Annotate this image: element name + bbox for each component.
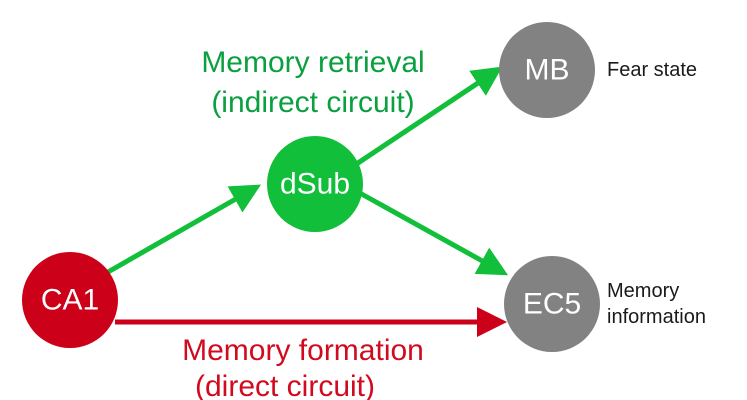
edge-ca1-to-dsub <box>106 184 262 275</box>
node-dsub: dSub <box>267 136 363 232</box>
indirect-circuit-title: Memory retrieval <box>201 46 424 79</box>
edge-dsub-to-mb <box>353 66 503 168</box>
node-mb-label: MB <box>525 54 570 87</box>
mb-annotation: Fear state <box>607 59 697 81</box>
node-ca1-label: CA1 <box>41 284 99 317</box>
direct-circuit-subtitle: (direct circuit) <box>195 370 375 400</box>
node-ca1: CA1 <box>22 252 118 348</box>
ec5-annotation-line1: Memory <box>607 280 679 302</box>
indirect-circuit-subtitle: (indirect circuit) <box>211 86 414 119</box>
node-mb: MB <box>499 22 595 118</box>
node-dsub-label: dSub <box>280 168 350 201</box>
ec5-annotation-line2: information <box>607 306 706 328</box>
edge-dsub-to-ec5 <box>356 189 509 276</box>
node-ec5-label: EC5 <box>523 288 581 321</box>
node-ec5: EC5 <box>504 256 600 352</box>
direct-circuit-title: Memory formation <box>182 334 424 367</box>
